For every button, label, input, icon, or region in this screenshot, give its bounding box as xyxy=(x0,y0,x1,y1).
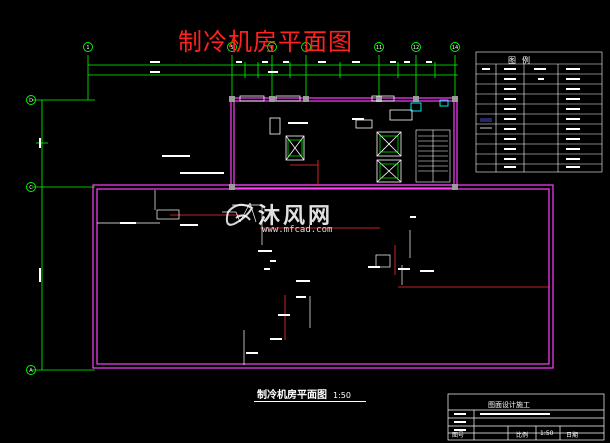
title-block-fill xyxy=(454,413,550,431)
top-axis-bubbles xyxy=(83,42,460,52)
axis-label-top-5: 12 xyxy=(413,45,419,51)
left-axis-bubbles xyxy=(26,95,36,375)
caption-underline xyxy=(254,401,366,402)
top-axis-labels: 1 5 6 7 11 12 14 xyxy=(86,45,458,51)
main-room-walls xyxy=(92,184,554,369)
axis-label-left-1: C xyxy=(29,185,33,191)
drawing-caption-scale: 1:50 xyxy=(333,391,351,400)
axis-label-top-3: 7 xyxy=(304,45,307,51)
stairwell xyxy=(415,129,451,183)
windows xyxy=(239,95,395,102)
top-dimension-lines xyxy=(87,55,458,100)
title-block-project: 图面设计施工 xyxy=(488,401,530,409)
watermark-logo xyxy=(225,203,254,226)
dimension-values xyxy=(39,61,432,282)
equipment-main xyxy=(97,190,411,365)
title-block xyxy=(447,393,605,441)
axis-label-left-2: A xyxy=(29,368,33,374)
axis-label-top-4: 11 xyxy=(376,45,382,51)
equipment-upper xyxy=(269,109,413,183)
legend-title: 图例 xyxy=(508,56,536,65)
pipe-runs xyxy=(170,160,550,340)
equipment-accents xyxy=(287,99,449,179)
axis-label-top-2: 6 xyxy=(270,45,273,51)
watermark-brand: 沐风网 xyxy=(258,204,334,229)
small-annotations xyxy=(120,118,434,354)
axis-label-top-6: 14 xyxy=(452,45,458,51)
axis-label-left-0: D xyxy=(29,98,33,104)
legend-cells xyxy=(482,68,580,168)
left-dimension-lines xyxy=(32,99,95,371)
title-block-scale-label: 比例 xyxy=(516,432,529,439)
watermark-url: www.mfcad.com xyxy=(262,225,333,235)
title-block-date-label: 日期 xyxy=(566,432,579,439)
title-block-number-label: 图号 xyxy=(452,432,465,439)
title-block-scale-value: 1:50 xyxy=(540,430,554,437)
drawing-title: 制冷机房平面图 xyxy=(178,28,353,56)
drawing-caption: 制冷机房平面图 1:50 xyxy=(257,386,351,401)
structural-columns xyxy=(229,96,458,190)
axis-label-top-0: 1 xyxy=(86,45,89,51)
drawing-caption-text: 制冷机房平面图 xyxy=(257,390,327,401)
axis-label-top-1: 5 xyxy=(230,45,233,51)
left-axis-labels: D C A xyxy=(29,98,33,374)
legend-symbols xyxy=(480,118,492,129)
upper-room-walls xyxy=(230,97,458,189)
legend-table xyxy=(475,51,603,173)
